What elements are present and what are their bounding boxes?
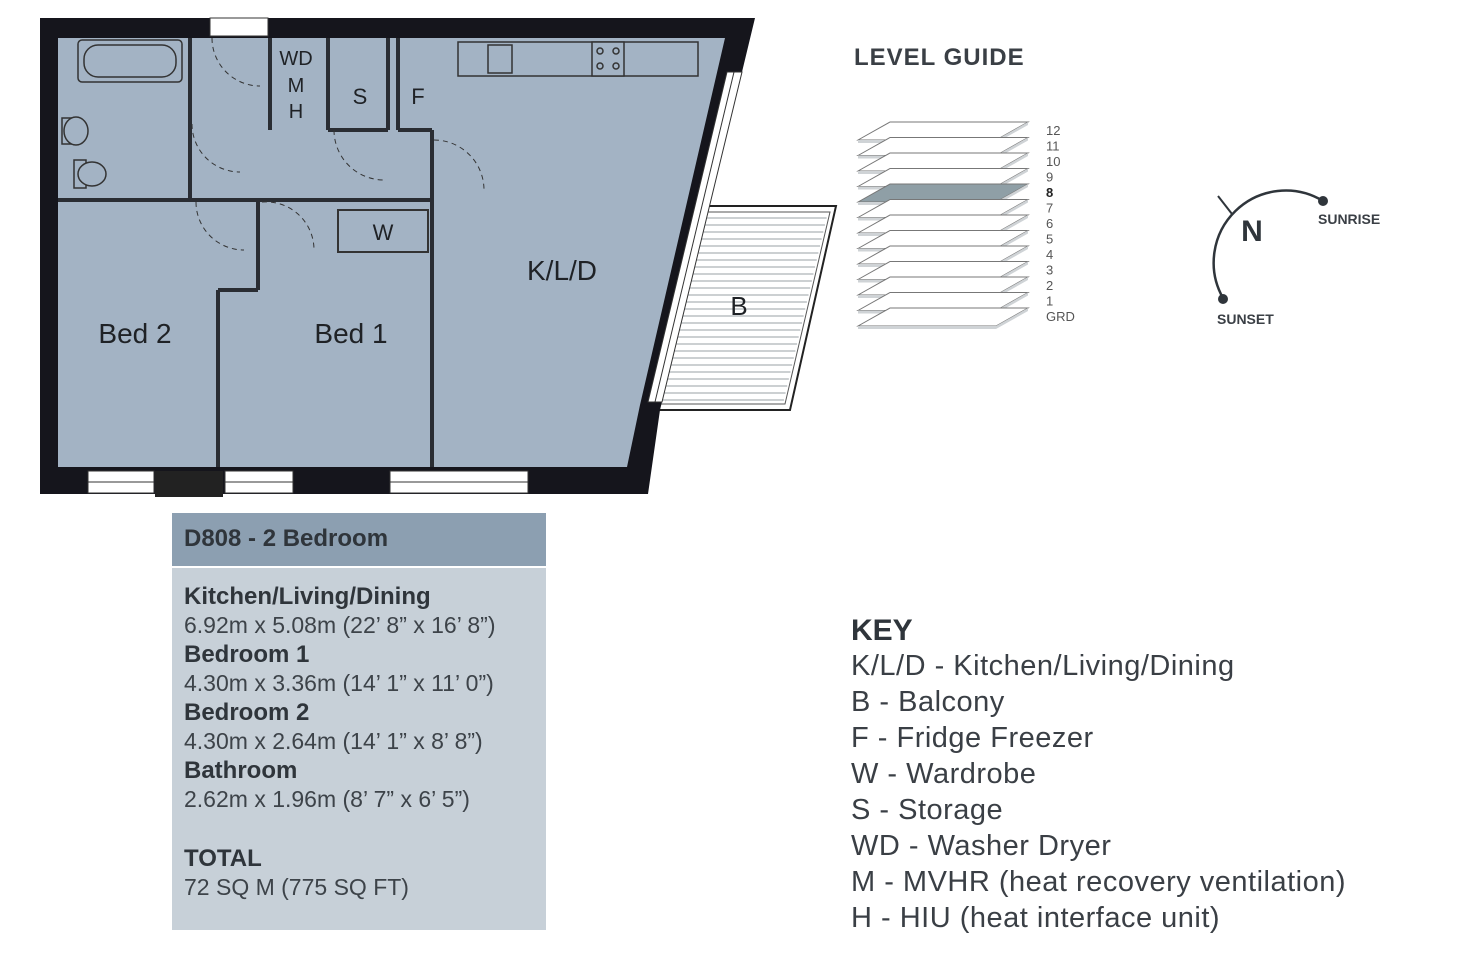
room-label-h: H [289,101,303,123]
sunset-label: SUNSET [1217,311,1274,327]
level-slab-edge [858,246,1028,267]
room-label-kld: K/L/D [527,255,597,286]
level-slab-edge [858,168,1028,190]
level-label: 12 [1046,123,1060,138]
bath-fixtures [61,39,183,189]
key-item: F - Fridge Freezer [851,722,1094,754]
room-label-wd: WD [279,48,312,70]
total-label: TOTAL [184,845,262,872]
room-name: Bedroom 1 [184,641,310,668]
key-item: B - Balcony [851,686,1005,718]
level-label: 9 [1046,170,1053,185]
key-item: W - Wardrobe [851,758,1037,790]
door-swings [191,37,485,251]
level-guide-title: LEVEL GUIDE [854,44,1025,71]
level-label: 7 [1046,201,1053,216]
total-value: 72 SQ M (775 SQ FT) [184,874,409,900]
level-slab-edge [858,153,1028,174]
room-name: Bedroom 2 [184,699,310,726]
schedule-room: Bathroom 2.62m x 1.96m (8’ 7” x 6’ 5”) [184,756,546,814]
key-item: M - MVHR (heat recovery ventilation) [851,866,1347,898]
schedule-room: Bedroom 2 4.30m x 2.64m (14’ 1” x 8’ 8”) [184,698,546,756]
sun-arc [1212,189,1324,299]
north-tick [1217,195,1233,215]
level-slab-edge [858,199,1028,221]
schedule-title: D808 - 2 Bedroom [184,525,389,552]
sunrise-dot [1318,196,1328,206]
room-dimensions: 4.30m x 2.64m (14’ 1” x 8’ 8”) [184,728,483,754]
key-legend: KEY K/L/D - Kitchen/Living/Dining B - Ba… [851,614,1346,936]
room-label-s: S [353,84,368,109]
level-slab-edge [858,137,1028,159]
north-label: N [1241,215,1263,248]
schedule-room: Kitchen/Living/Dining 6.92m x 5.08m (22’… [184,582,546,640]
level-label: 3 [1046,263,1053,278]
schedule-total: TOTAL 72 SQ M (775 SQ FT) [184,844,546,902]
schedule-body: Kitchen/Living/Dining 6.92m x 5.08m (22’… [172,568,546,902]
wardrobe [337,209,429,253]
sunrise-label: SUNRISE [1318,211,1380,227]
room-name: Bathroom [184,757,298,784]
level-label: 10 [1046,154,1060,169]
compass: N SUNRISE SUNSET [1212,189,1380,327]
room-dimensions: 6.92m x 5.08m (22’ 8” x 16’ 8”) [184,612,496,638]
room-dimensions: 2.62m x 1.96m (8’ 7” x 6’ 5”) [184,786,470,812]
key-item: S - Storage [851,794,1004,826]
level-label: GRD [1046,309,1075,324]
level-slab-edge [858,215,1028,236]
room-label-bed1: Bed 1 [314,318,387,349]
schedule-header: D808 - 2 Bedroom [172,513,546,568]
room-label-bed2: Bed 2 [98,318,171,349]
level-slab-edge [858,261,1028,283]
level-label: 4 [1046,247,1053,262]
windows-bottom [87,17,529,497]
floor-plan: WD M H S F W K/L/D Bed 2 Bed 1 B [40,17,838,497]
room-name: Kitchen/Living/Dining [184,583,431,610]
level-slab-edge [858,122,1028,143]
level-label: 1 [1046,294,1053,309]
level-slab-edge [858,308,1028,329]
room-dimensions: 4.30m x 3.36m (14’ 1” x 11’ 0”) [184,670,494,696]
key-item: WD - Washer Dryer [851,830,1112,862]
room-label-f: F [411,84,424,109]
key-title: KEY [851,614,913,647]
room-label-w: W [373,220,394,245]
room-label-m: M [288,75,305,97]
level-label: 5 [1046,232,1053,247]
level-label: 2 [1046,278,1053,293]
level-label: 11 [1046,139,1060,154]
room-label-b: B [730,291,747,321]
room-schedule: D808 - 2 Bedroom Kitchen/Living/Dining 6… [172,513,546,930]
key-item: H - HIU (heat interface unit) [851,902,1221,934]
sunset-dot [1218,294,1228,304]
kitchen-counter [457,41,699,77]
level-label: 8 [1046,185,1053,200]
interior-walls [58,38,434,467]
level-label: 6 [1046,216,1053,231]
level-slab-edge [858,184,1028,205]
key-item: K/L/D - Kitchen/Living/Dining [851,650,1235,682]
level-slab-edge [858,292,1028,314]
schedule-room: Bedroom 1 4.30m x 3.36m (14’ 1” x 11’ 0”… [184,640,546,698]
level-slab-edge [858,277,1028,298]
level-slab-edge [858,230,1028,252]
